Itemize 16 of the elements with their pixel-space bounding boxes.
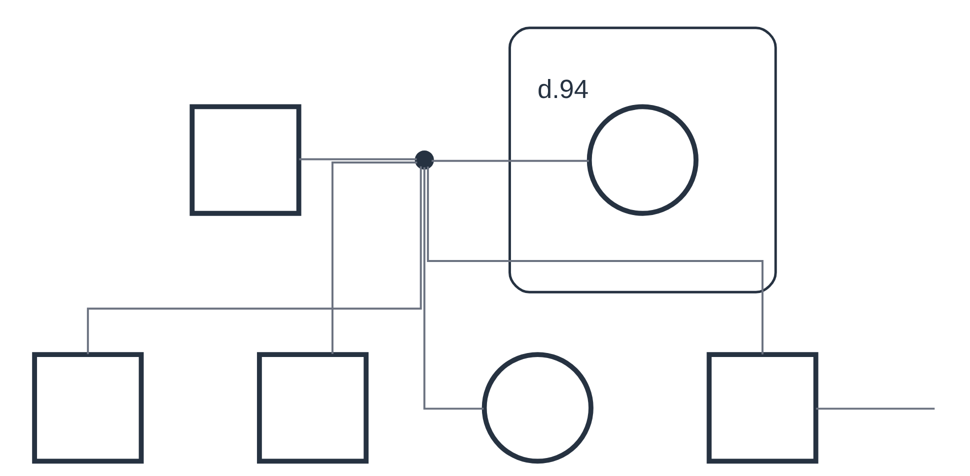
node-box: [190, 104, 302, 216]
connector: [816, 408, 935, 410]
node-label: d.94: [538, 74, 589, 104]
connector: [426, 166, 764, 354]
connector: [86, 166, 422, 354]
node-box: [32, 352, 144, 464]
connector: [299, 158, 417, 160]
node-box: [706, 352, 818, 464]
connector: [423, 167, 484, 410]
node-circle: [586, 104, 698, 216]
node-circle: [482, 352, 594, 464]
connector: [331, 162, 418, 354]
node-dot: [414, 150, 434, 170]
cluster: [508, 26, 777, 294]
connector: [432, 160, 589, 162]
node-box: [256, 352, 369, 464]
